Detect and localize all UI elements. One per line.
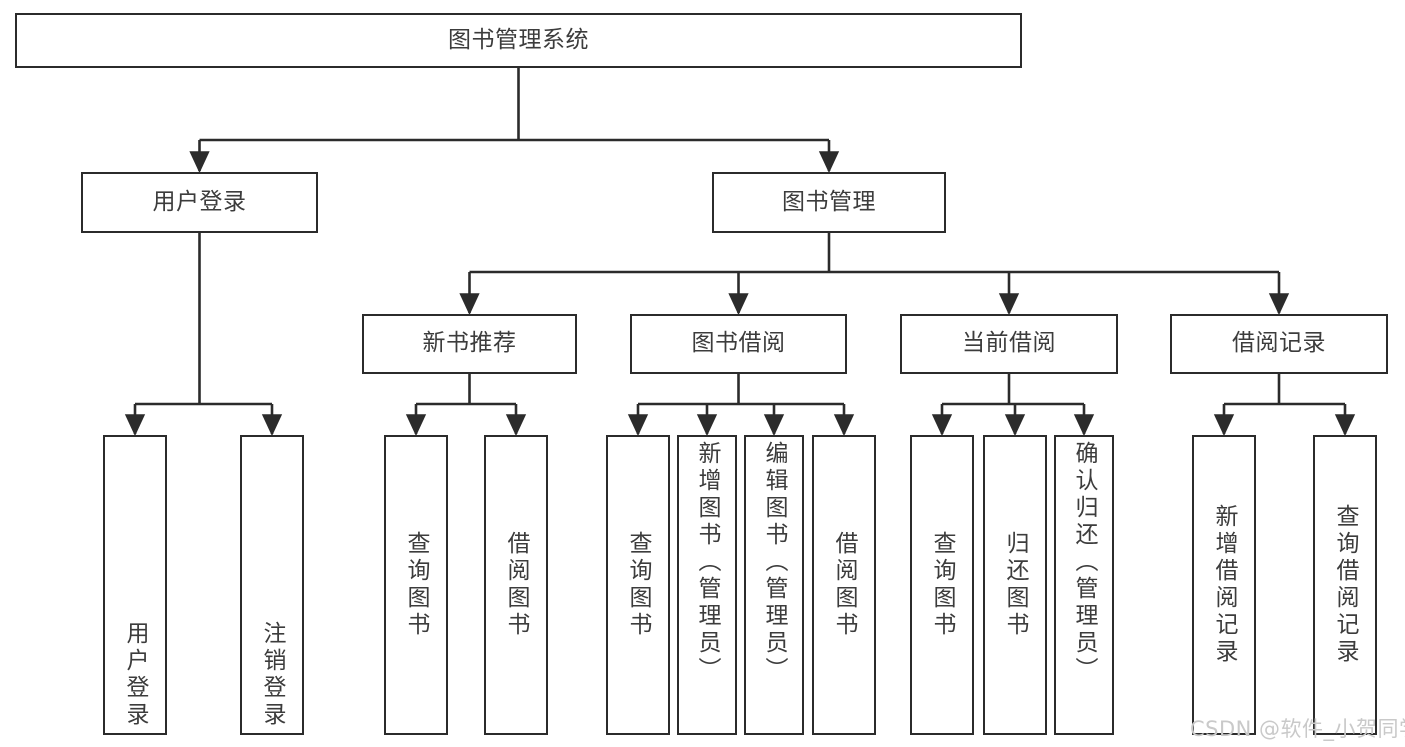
leaf-query-borrow-record[interactable]: 查询借阅记录	[1313, 435, 1377, 735]
leaf-query-book-recommend[interactable]: 查询图书	[384, 435, 448, 735]
leaf-query-book-current[interactable]: 查询图书	[910, 435, 974, 735]
leaf-borrow-book-recommend[interactable]: 借阅图书	[484, 435, 548, 735]
node-current-borrow[interactable]: 当前借阅	[900, 314, 1118, 374]
leaf-logout[interactable]: 注销登录	[240, 435, 304, 735]
leaf-confirm-return-admin[interactable]: 确认归还（管理员）	[1054, 435, 1114, 735]
leaf-return-book[interactable]: 归还图书	[983, 435, 1047, 735]
leaf-user-login[interactable]: 用户登录	[103, 435, 167, 735]
node-root[interactable]: 图书管理系统	[15, 13, 1022, 68]
node-book-borrow[interactable]: 图书借阅	[630, 314, 847, 374]
node-borrow-record[interactable]: 借阅记录	[1170, 314, 1388, 374]
node-new-book-recommend[interactable]: 新书推荐	[362, 314, 577, 374]
leaf-borrow-book-borrow[interactable]: 借阅图书	[812, 435, 876, 735]
node-book-manage[interactable]: 图书管理	[712, 172, 946, 233]
leaf-add-borrow-record[interactable]: 新增借阅记录	[1192, 435, 1256, 735]
leaf-query-book-borrow[interactable]: 查询图书	[606, 435, 670, 735]
leaf-edit-book-admin[interactable]: 编辑图书（管理员）	[744, 435, 804, 735]
leaf-add-book-admin[interactable]: 新增图书（管理员）	[677, 435, 737, 735]
node-user-login[interactable]: 用户登录	[81, 172, 318, 233]
